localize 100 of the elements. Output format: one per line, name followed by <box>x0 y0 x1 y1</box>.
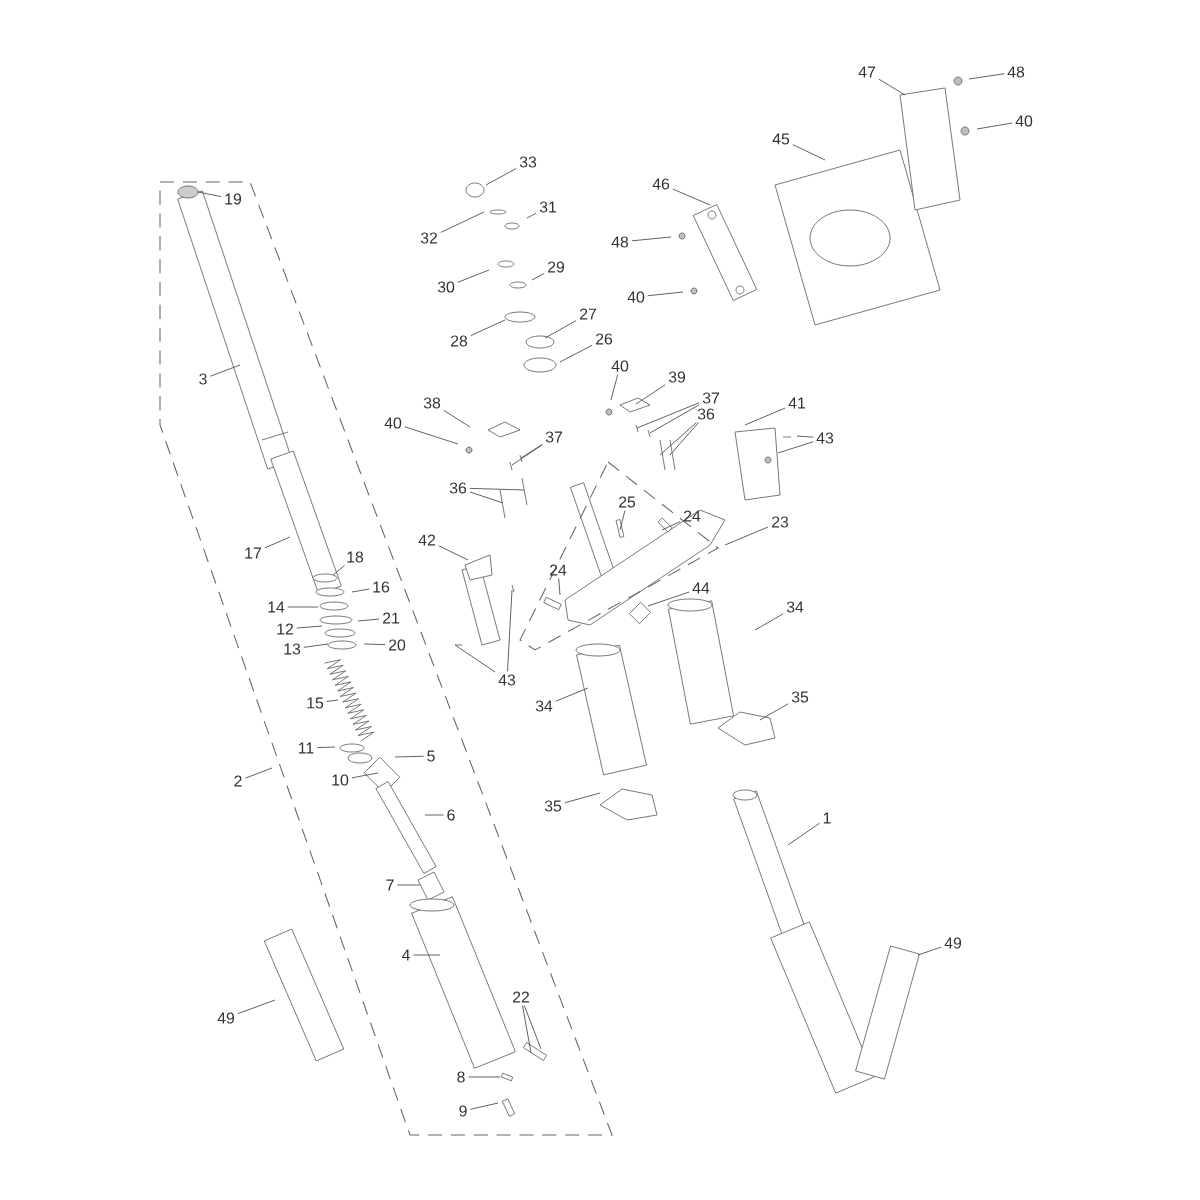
callout-number: 13 <box>284 643 301 655</box>
leader-line <box>507 589 513 672</box>
leader-line <box>485 168 517 186</box>
leader-line <box>787 822 821 846</box>
callout-number: 49 <box>217 1012 235 1024</box>
leader-line <box>443 410 471 428</box>
callout-number: 1 <box>823 812 831 824</box>
callout-number: 37 <box>545 431 562 443</box>
callout-number: 35 <box>544 800 562 812</box>
callout-number: 44 <box>692 582 710 594</box>
leader-line <box>440 211 485 233</box>
leader-line <box>647 291 684 297</box>
leader-line <box>264 536 291 549</box>
leader-line <box>647 591 690 607</box>
callout-number: 3 <box>199 373 207 385</box>
callout-number: 40 <box>1015 115 1033 127</box>
callout-number: 9 <box>459 1105 467 1117</box>
leader-line <box>404 426 459 445</box>
leader-line <box>631 236 672 242</box>
leader-line <box>363 643 386 646</box>
callout-number: 18 <box>347 551 364 563</box>
leader-line <box>316 746 336 749</box>
callout-number: 48 <box>611 236 629 248</box>
leader-line <box>649 404 700 434</box>
callout-number: 20 <box>389 639 406 651</box>
leader-line <box>520 444 543 459</box>
callout-number: 38 <box>423 397 441 409</box>
callout-number: 47 <box>858 66 875 78</box>
callout-number: 34 <box>786 601 804 613</box>
leader-line <box>296 625 323 629</box>
leader-line <box>522 1005 532 1054</box>
callout-number: 25 <box>619 496 636 508</box>
callout-number: 43 <box>816 432 834 444</box>
leader-line <box>917 946 942 956</box>
callout-number: 32 <box>420 232 437 244</box>
leader-line <box>672 188 711 206</box>
callout-number: 5 <box>427 750 435 762</box>
callout-number: 41 <box>788 397 806 409</box>
leader-line <box>351 588 370 593</box>
leader-line <box>659 422 697 456</box>
leader-line <box>724 526 769 546</box>
leader-line <box>303 643 329 648</box>
leader-line <box>531 272 545 281</box>
callout-number: 26 <box>596 333 613 345</box>
leader-line <box>396 884 421 886</box>
callout-number: 45 <box>772 133 790 145</box>
leader-line <box>564 792 601 804</box>
leader-line <box>237 999 276 1015</box>
callout-number: 49 <box>944 937 962 949</box>
callout-number: 6 <box>447 809 455 821</box>
leader-line <box>438 545 469 561</box>
leader-line <box>287 606 319 608</box>
callout-number: 39 <box>668 371 686 383</box>
callout-number: 19 <box>225 193 242 205</box>
callout-number: 24 <box>550 564 567 576</box>
leader-line <box>394 755 425 758</box>
callout-number: 8 <box>457 1071 465 1083</box>
callout-number: 40 <box>611 360 629 372</box>
callout-number: 22 <box>513 991 529 1003</box>
leader-line <box>469 491 504 504</box>
callout-number: 24 <box>684 510 701 522</box>
callout-number: 31 <box>539 201 557 213</box>
callout-number: 36 <box>449 482 467 494</box>
callout-number: 16 <box>373 581 390 593</box>
leader-line <box>469 1102 499 1110</box>
leader-line <box>796 435 814 438</box>
leader-line <box>792 144 826 161</box>
callout-number: 14 <box>268 601 285 613</box>
callout-number: 10 <box>332 774 349 786</box>
callout-number: 35 <box>791 691 809 703</box>
leader-line <box>619 510 626 531</box>
callout-number: 17 <box>245 547 261 559</box>
callout-number: 46 <box>652 178 670 190</box>
callout-number: 30 <box>437 281 455 293</box>
callout-number: 27 <box>580 308 596 320</box>
leader-line <box>777 441 814 454</box>
leader-line <box>457 269 490 283</box>
leader-line <box>470 319 506 337</box>
leader-line <box>635 384 666 405</box>
leader-line <box>559 344 593 363</box>
leader-line <box>555 687 589 702</box>
leader-line <box>878 78 906 96</box>
callout-number: 29 <box>548 261 565 273</box>
callout-number: 36 <box>697 408 715 420</box>
leader-line <box>412 954 441 956</box>
leader-line <box>469 487 525 491</box>
callout-number: 34 <box>535 700 553 712</box>
leader-line <box>197 191 222 198</box>
callout-number: 12 <box>277 623 293 635</box>
leader-line <box>332 565 345 576</box>
leader-line <box>968 73 1005 80</box>
callout-number: 21 <box>383 612 400 624</box>
callout-number: 23 <box>772 516 789 528</box>
leader-line <box>976 122 1013 130</box>
leader-line <box>454 644 496 673</box>
callout-number: 7 <box>386 879 394 891</box>
leader-line <box>244 767 273 779</box>
leader-line <box>661 521 681 531</box>
leader-line <box>544 320 577 339</box>
callout-number: 2 <box>234 775 242 787</box>
